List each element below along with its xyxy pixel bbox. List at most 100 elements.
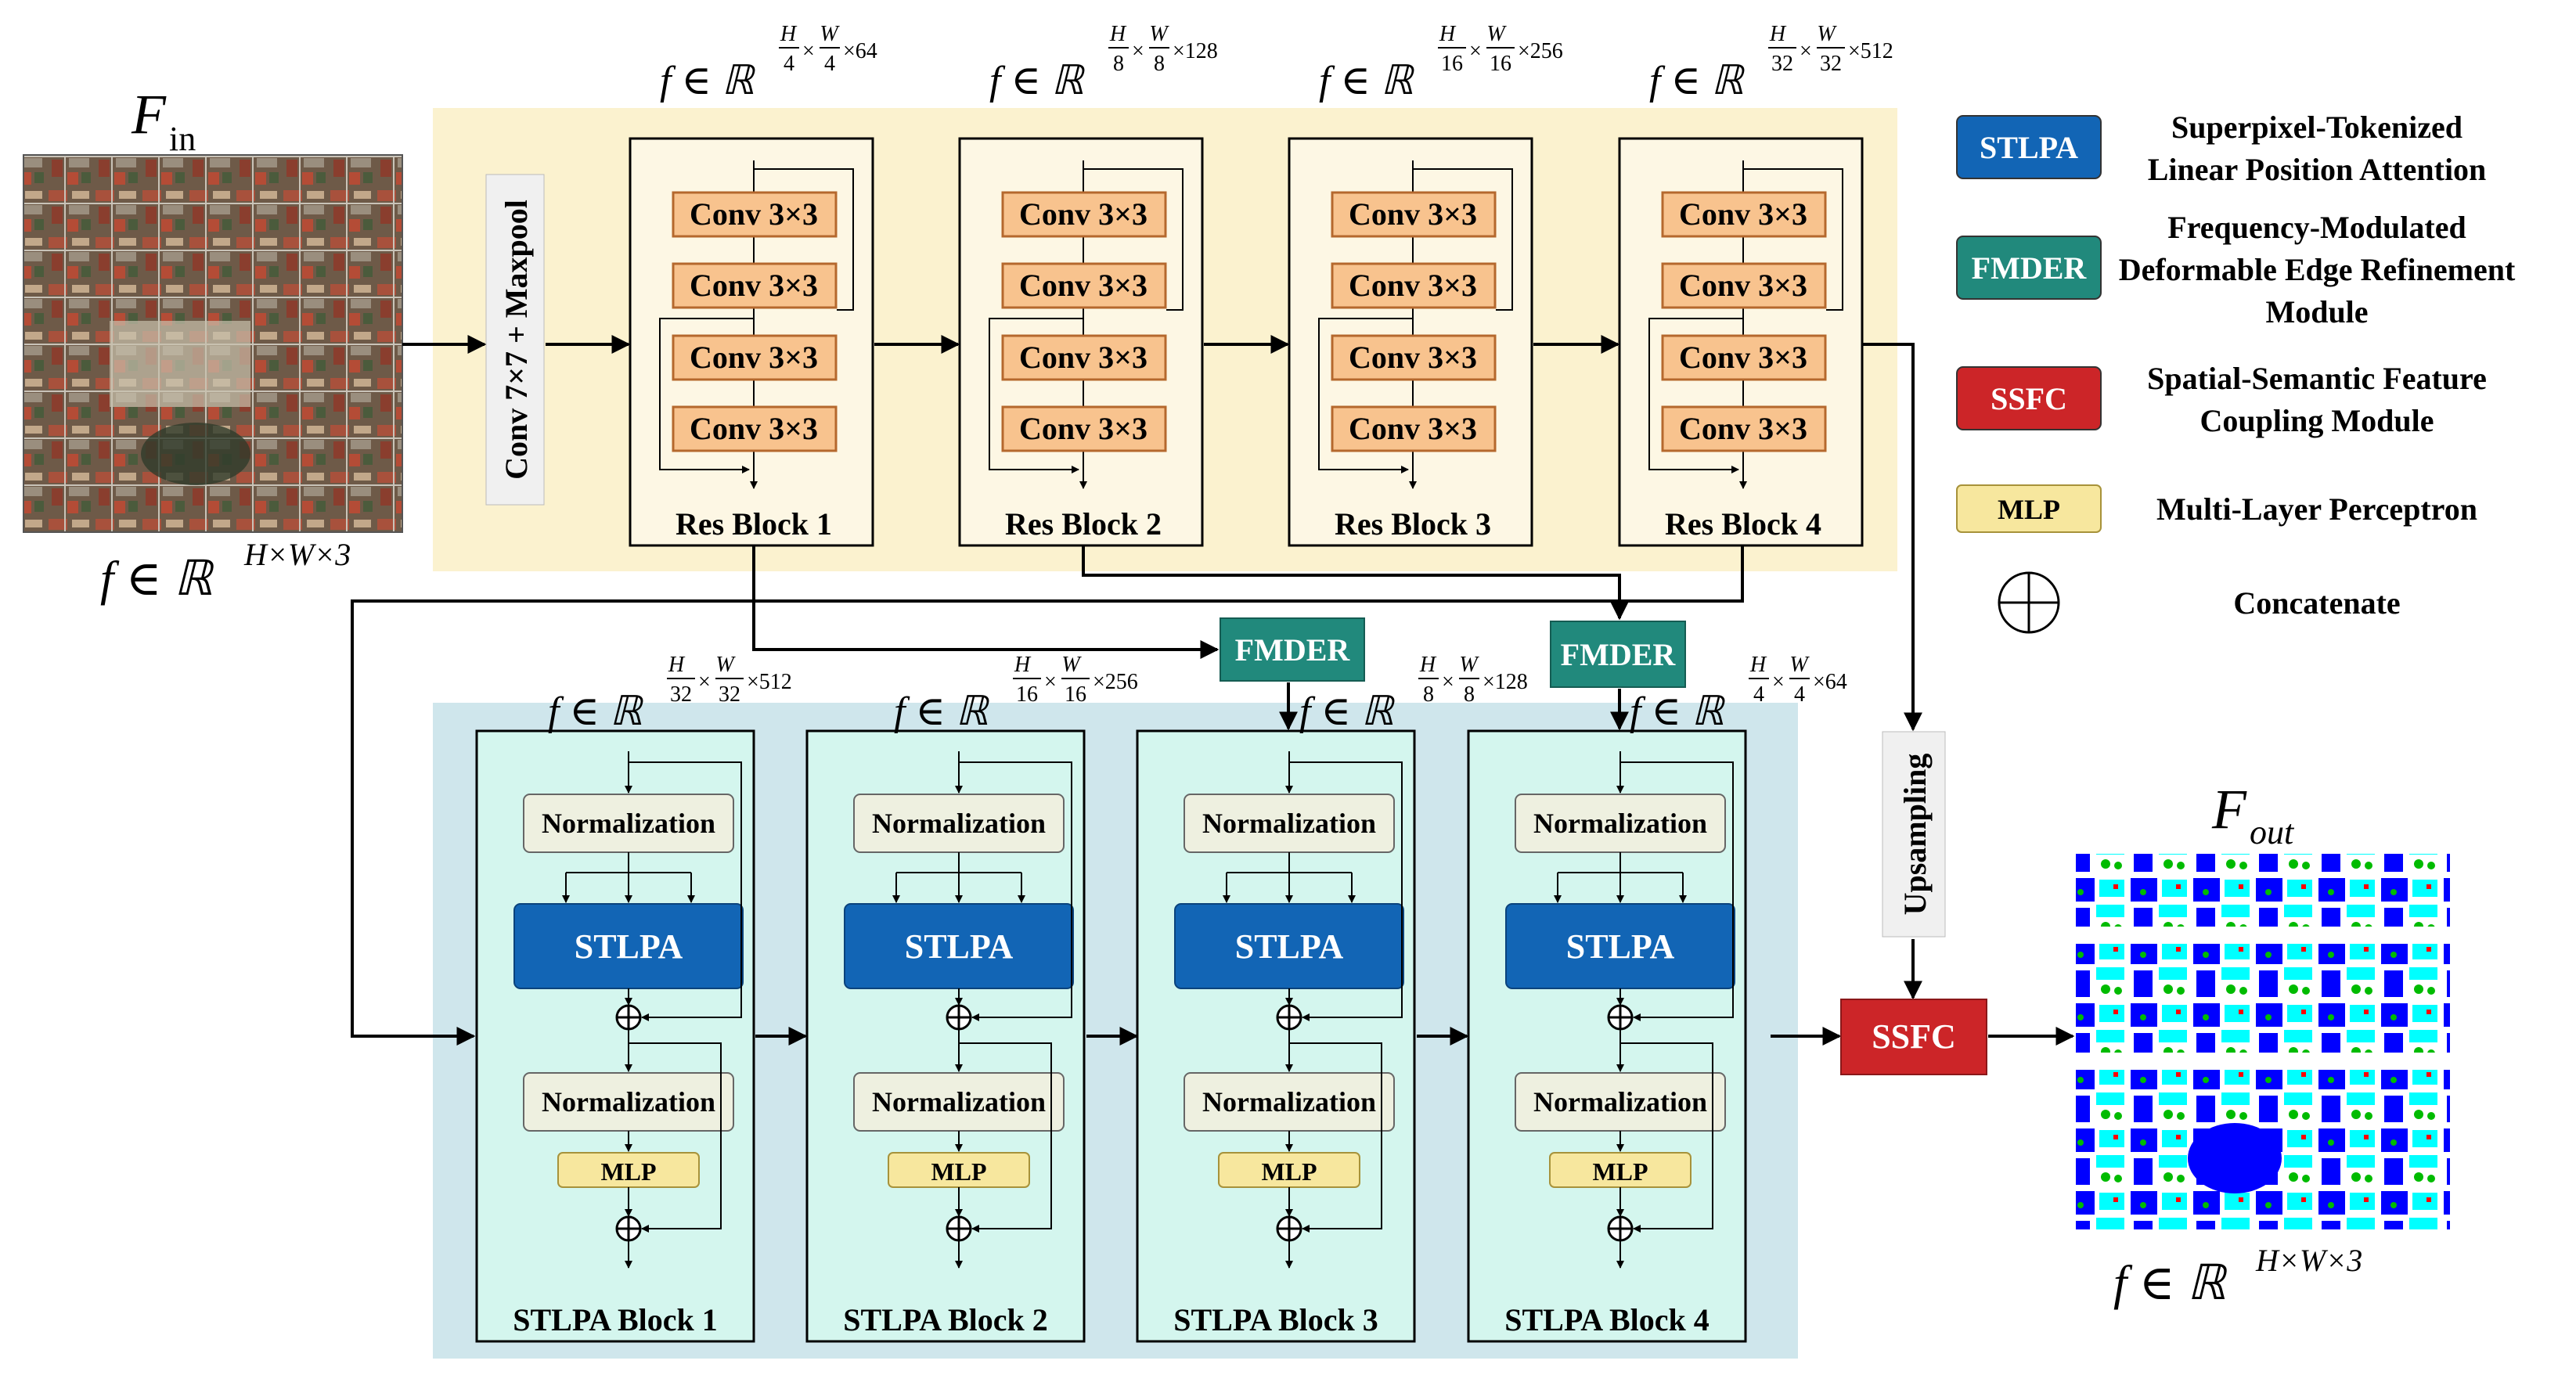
f-out-label: F bbox=[2211, 778, 2247, 840]
legend-description: Coupling Module bbox=[2200, 403, 2434, 438]
stlpa-label: STLPA bbox=[1235, 927, 1344, 966]
normalization-label: Normalization bbox=[1533, 1086, 1707, 1118]
svg-text:W: W bbox=[1817, 22, 1837, 46]
legend-description: Superpixel-Tokenized bbox=[2171, 110, 2463, 145]
svg-text:H: H bbox=[1109, 22, 1127, 46]
conv-3x3-box bbox=[672, 191, 838, 238]
svg-text:×: × bbox=[1442, 670, 1454, 694]
conv-label: Conv 3×3 bbox=[1679, 268, 1807, 303]
svg-text:×128: ×128 bbox=[1173, 39, 1218, 63]
svg-text:8: 8 bbox=[1113, 52, 1124, 76]
svg-text:×: × bbox=[698, 670, 711, 694]
conv-label: Conv 3×3 bbox=[1349, 411, 1477, 446]
stlpa-block-3: NormalizationSTLPANormalizationMLPSTLPA … bbox=[1136, 729, 1416, 1343]
input-image-group: F in f ∈ ℝ H×W×3 bbox=[23, 83, 403, 606]
svg-text:f ∈ ℝ: f ∈ ℝ bbox=[1299, 689, 1396, 734]
normalization-label: Normalization bbox=[872, 1086, 1046, 1118]
svg-text:f ∈ ℝ: f ∈ ℝ bbox=[1649, 59, 1746, 103]
conv-3x3-box bbox=[1001, 405, 1167, 452]
conv-label: Conv 3×3 bbox=[1679, 340, 1807, 375]
res-block-label: Res Block 1 bbox=[676, 506, 832, 542]
svg-text:f ∈ ℝ: f ∈ ℝ bbox=[989, 59, 1086, 103]
legend-description: Frequency-Modulated bbox=[2167, 210, 2466, 245]
fmder-module-2: FMDER bbox=[1550, 621, 1686, 688]
conv-3x3-box bbox=[1661, 405, 1827, 452]
stlpa-label: STLPA bbox=[1566, 927, 1675, 966]
ssfc-module: SSFC bbox=[1840, 999, 1987, 1075]
conv-label: Conv 3×3 bbox=[1019, 268, 1147, 303]
concat-icon bbox=[1607, 1215, 1634, 1242]
conv-label: Conv 3×3 bbox=[690, 411, 818, 446]
conv-label: Conv 3×3 bbox=[1349, 196, 1477, 232]
mlp-label: MLP bbox=[600, 1157, 656, 1186]
svg-text:f ∈ ℝ: f ∈ ℝ bbox=[1319, 59, 1415, 103]
svg-text:W: W bbox=[1789, 653, 1810, 677]
concat-icon bbox=[615, 1004, 642, 1031]
mlp-label: MLP bbox=[1592, 1157, 1648, 1186]
conv-3x3-box bbox=[1661, 262, 1827, 309]
connections bbox=[351, 343, 2075, 1046]
svg-text:×: × bbox=[1469, 39, 1482, 63]
mlp-label: MLP bbox=[931, 1157, 986, 1186]
legend-swatch bbox=[1956, 115, 2102, 179]
svg-text:×64: ×64 bbox=[843, 39, 877, 63]
svg-text:W: W bbox=[820, 22, 840, 46]
svg-text:4: 4 bbox=[824, 52, 835, 76]
svg-text:16: 16 bbox=[1490, 52, 1511, 76]
stlpa-block-label: STLPA Block 2 bbox=[843, 1302, 1048, 1337]
svg-text:W: W bbox=[715, 653, 736, 677]
stlpa-label: STLPA bbox=[905, 927, 1014, 966]
legend-swatch bbox=[1956, 484, 2102, 533]
svg-text:H: H bbox=[780, 22, 798, 46]
svg-text:H: H bbox=[1419, 653, 1437, 677]
svg-text:H: H bbox=[1749, 653, 1767, 677]
conv-3x3-box bbox=[1331, 334, 1497, 381]
stem-label: Conv 7×7 + Maxpool bbox=[499, 200, 534, 480]
decoder-shape-label-4: f ∈ ℝH4×W4×64 bbox=[1630, 653, 1847, 734]
svg-text:W: W bbox=[1149, 22, 1169, 46]
normalization-label: Normalization bbox=[542, 808, 715, 839]
conv-label: Conv 3×3 bbox=[1679, 411, 1807, 446]
svg-text:16: 16 bbox=[1016, 682, 1038, 707]
output-image-group: F out f ∈ ℝ H×W×3 bbox=[2076, 778, 2450, 1310]
concat-icon bbox=[1607, 1004, 1634, 1031]
svg-text:H: H bbox=[1769, 22, 1787, 46]
legend-swatch bbox=[1956, 366, 2102, 430]
svg-text:SSFC: SSFC bbox=[1991, 381, 2067, 416]
svg-text:H: H bbox=[1439, 22, 1457, 46]
svg-text:×: × bbox=[1772, 670, 1785, 694]
normalization-label: Normalization bbox=[1202, 808, 1376, 839]
res-block-label: Res Block 4 bbox=[1665, 506, 1821, 542]
conv-label: Conv 3×3 bbox=[690, 196, 818, 232]
svg-text:×512: ×512 bbox=[1848, 39, 1893, 63]
f-out-subscript: out bbox=[2250, 813, 2295, 851]
concat-icon bbox=[946, 1215, 972, 1242]
f-in-subscript: in bbox=[169, 120, 196, 158]
svg-text:×256: ×256 bbox=[1093, 670, 1138, 694]
fmder-module-1: FMDER bbox=[1220, 617, 1365, 682]
svg-text:32: 32 bbox=[670, 682, 692, 707]
upsampling-block: Upsampling bbox=[1882, 731, 1946, 938]
svg-text:f ∈ ℝ: f ∈ ℝ bbox=[548, 689, 644, 734]
stlpa-block-1: NormalizationSTLPANormalizationMLPSTLPA … bbox=[475, 729, 755, 1343]
input-shape-label: f ∈ ℝ bbox=[100, 553, 214, 606]
svg-text:32: 32 bbox=[1820, 52, 1842, 76]
conv-3x3-box bbox=[1331, 191, 1497, 238]
conv-3x3-box bbox=[1331, 405, 1497, 452]
svg-text:FMDER: FMDER bbox=[1972, 250, 2088, 286]
svg-text:×: × bbox=[1132, 39, 1144, 63]
conv-label: Conv 3×3 bbox=[1019, 196, 1147, 232]
encoder-shape-label-2: f ∈ ℝH8×W8×128 bbox=[989, 22, 1218, 103]
svg-text:×512: ×512 bbox=[747, 670, 792, 694]
svg-text:×64: ×64 bbox=[1813, 670, 1847, 694]
legend-description: Spatial-Semantic Feature bbox=[2147, 361, 2487, 396]
svg-text:W: W bbox=[1486, 22, 1507, 46]
